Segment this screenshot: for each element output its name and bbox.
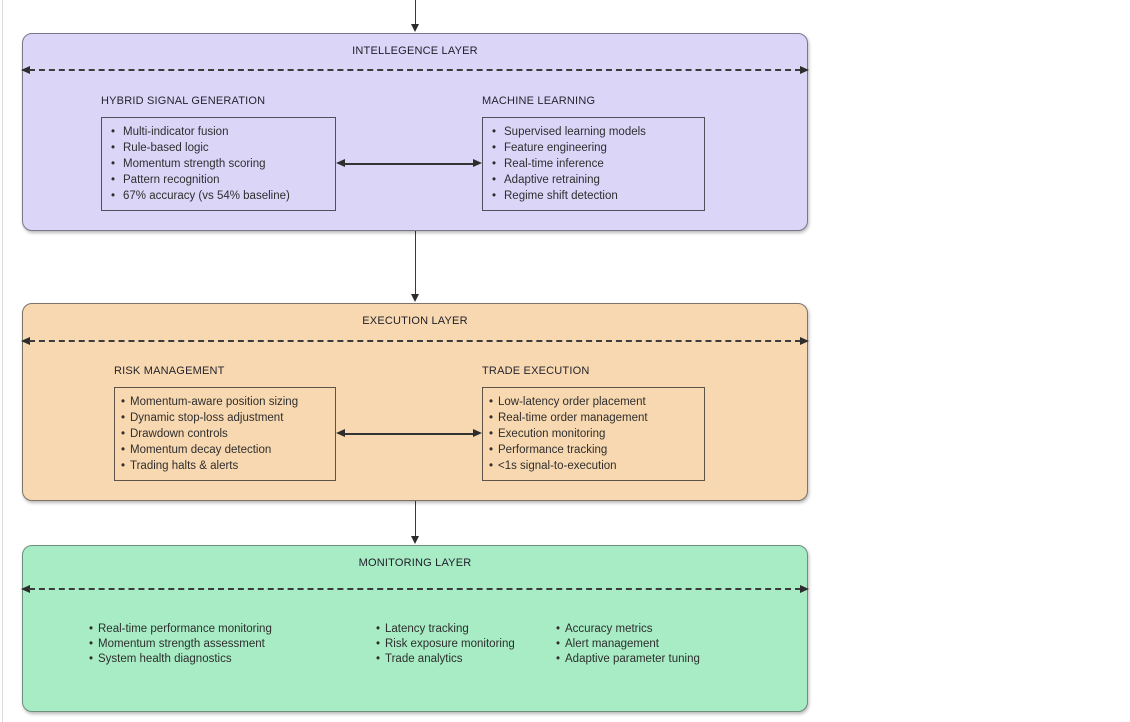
list-item: Accuracy metrics (556, 622, 700, 637)
monitoring-column-3: Accuracy metrics Alert management Adapti… (550, 616, 708, 667)
box-heading-machine-learning: MACHINE LEARNING (482, 95, 596, 107)
list-item: <1s signal-to-execution (489, 458, 696, 474)
arrow-line (414, 501, 417, 537)
list-item: Alert management (556, 637, 700, 652)
intelligence-layer: INTELLEGENCE LAYER HYBRID SIGNAL GENERAT… (21, 33, 809, 231)
dashed-line (29, 588, 801, 590)
bullet-list: Low-latency order placement Real-time or… (483, 388, 704, 474)
list-item: Dynamic stop-loss adjustment (121, 410, 327, 426)
list-item: Feature engineering (489, 140, 696, 156)
list-item: Risk exposure monitoring (376, 637, 515, 652)
dashed-line (29, 69, 801, 71)
arrow-line (343, 433, 475, 435)
layer-title: INTELLEGENCE LAYER (352, 45, 478, 57)
arrow-down-icon (411, 536, 419, 544)
arrow-right-icon (800, 336, 809, 345)
list-item: Trading halts & alerts (121, 458, 327, 474)
list-item: Low-latency order placement (489, 394, 696, 410)
layer-span-dashed-arrow (21, 336, 809, 346)
list-item: Momentum-aware position sizing (121, 394, 327, 410)
list-item: Momentum decay detection (121, 442, 327, 458)
arrow-left-icon (21, 584, 30, 593)
canvas-left-edge-line (2, 0, 3, 722)
list-item: Drawdown controls (121, 426, 327, 442)
monitoring-column-1: Real-time performance monitoring Momentu… (83, 616, 280, 667)
arrow-right-icon (473, 159, 482, 168)
box-risk-management: Momentum-aware position sizing Dynamic s… (114, 387, 336, 481)
bidirectional-arrow-risk-trade (336, 428, 482, 440)
arrow-line (343, 163, 475, 165)
bidirectional-arrow-signal-ml (336, 158, 482, 170)
list-item: Latency tracking (376, 622, 515, 637)
list-item: Execution monitoring (489, 426, 696, 442)
list-item: Adaptive retraining (489, 172, 696, 188)
list-item: Momentum strength assessment (89, 637, 272, 652)
arrow-down-icon (411, 294, 419, 302)
dashed-line (29, 340, 801, 342)
list-item: Supervised learning models (489, 124, 696, 140)
flow-arrow-intelligence-to-execution (410, 231, 421, 302)
bullet-list: Latency tracking Risk exposure monitorin… (370, 616, 523, 667)
layer-title: MONITORING LAYER (358, 557, 472, 569)
list-item: System health diagnostics (89, 652, 272, 667)
list-item: Real-time performance monitoring (89, 622, 272, 637)
box-machine-learning: Supervised learning models Feature engin… (482, 117, 705, 211)
monitoring-column-2: Latency tracking Risk exposure monitorin… (370, 616, 523, 667)
list-item: Rule-based logic (108, 140, 327, 156)
arrow-right-icon (473, 429, 482, 438)
list-item: Pattern recognition (108, 172, 327, 188)
box-heading-hybrid-signal-generation: HYBRID SIGNAL GENERATION (101, 95, 266, 107)
box-heading-risk-management: RISK MANAGEMENT (114, 365, 225, 377)
arrow-right-icon (800, 65, 809, 74)
layer-span-dashed-arrow (21, 584, 809, 594)
list-item: Performance tracking (489, 442, 696, 458)
list-item: Regime shift detection (489, 188, 696, 204)
list-item: Adaptive parameter tuning (556, 652, 700, 667)
list-item: Momentum strength scoring (108, 156, 327, 172)
list-item: Trade analytics (376, 652, 515, 667)
layer-title: EXECUTION LAYER (362, 315, 468, 327)
list-item: Real-time inference (489, 156, 696, 172)
box-hybrid-signal-generation: Multi-indicator fusion Rule-based logic … (101, 117, 336, 211)
list-item: Real-time order management (489, 410, 696, 426)
arrow-left-icon (336, 159, 345, 168)
bullet-list: Supervised learning models Feature engin… (483, 118, 704, 204)
monitoring-layer: MONITORING LAYER Real-time performance m… (21, 545, 809, 712)
list-item: 67% accuracy (vs 54% baseline) (108, 188, 327, 204)
arrow-line (414, 0, 417, 25)
flow-arrow-into-intelligence (410, 0, 421, 32)
bullet-list: Accuracy metrics Alert management Adapti… (550, 616, 708, 667)
arrow-left-icon (21, 336, 30, 345)
bullet-list: Momentum-aware position sizing Dynamic s… (115, 388, 335, 474)
arrow-line (414, 231, 417, 295)
layer-span-dashed-arrow (21, 65, 809, 75)
arrow-right-icon (800, 584, 809, 593)
box-trade-execution: Low-latency order placement Real-time or… (482, 387, 705, 481)
list-item: Multi-indicator fusion (108, 124, 327, 140)
flow-arrow-execution-to-monitoring (410, 501, 421, 544)
box-heading-trade-execution: TRADE EXECUTION (482, 365, 590, 377)
arrow-down-icon (411, 24, 419, 32)
execution-layer: EXECUTION LAYER RISK MANAGEMENT Momentum… (21, 303, 809, 501)
bullet-list: Real-time performance monitoring Momentu… (83, 616, 280, 667)
arrow-left-icon (336, 429, 345, 438)
bullet-list: Multi-indicator fusion Rule-based logic … (102, 118, 335, 204)
arrow-left-icon (21, 65, 30, 74)
